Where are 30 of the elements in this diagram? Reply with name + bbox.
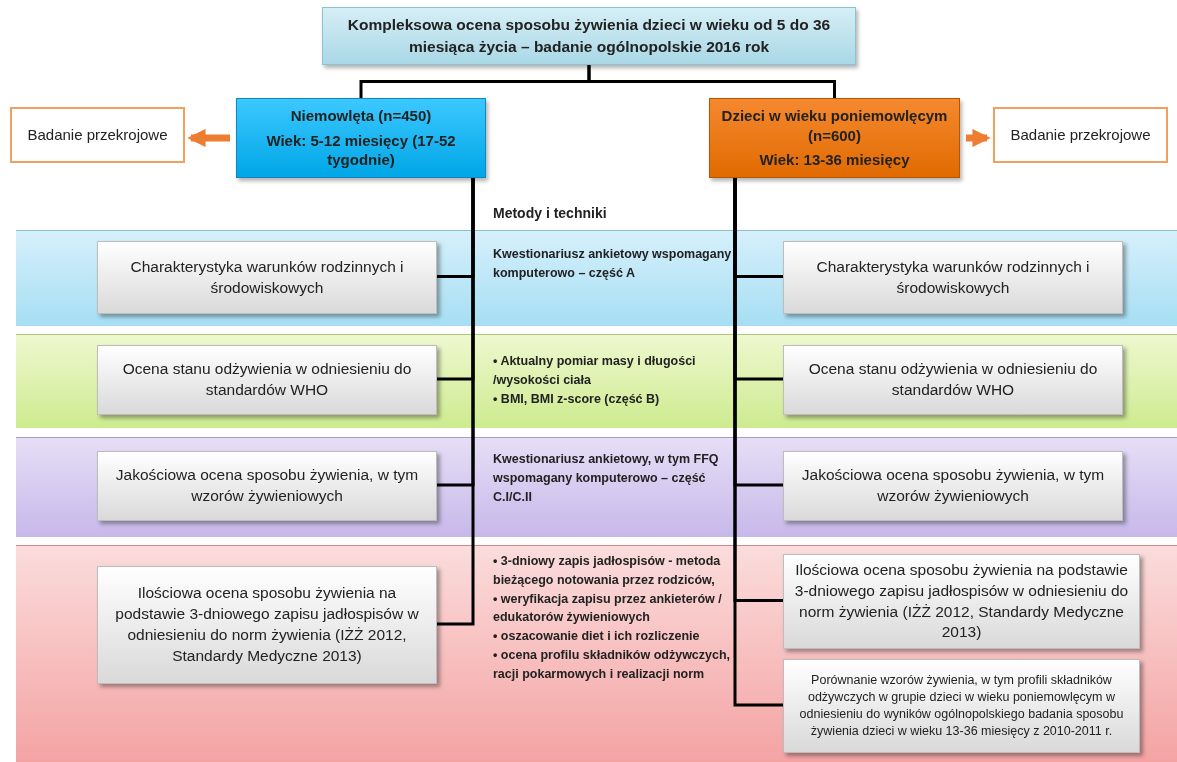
- study-type-box: Badanie przekrojowe: [10, 107, 185, 163]
- method-text: Kwestionariusz ankietowy wspomagany komputerowo – część A: [493, 246, 733, 282]
- method-band: [16, 437, 1177, 537]
- topic-box: Porównanie wzorów żywienia, w tym profili składników odżywczych w grupie dzieci w wieku poniemowlęcym w odniesieniu do wyników ogólnopolskiego badania sposobu żywienia dzieci w wieku 13-36 miesięcy z 2010-2011 r.: [783, 659, 1140, 753]
- group-box: Niemowlęta (n=450) Wiek: 5-12 miesięcy (17-52 tygodnie): [236, 98, 486, 178]
- topic-box: Ocena stanu odżywienia w odniesieniu do standardów WHO: [783, 345, 1123, 415]
- connector-line: [437, 178, 475, 626]
- method-text: • Aktualny pomiar masy i długości /wysokości ciała: [493, 353, 697, 389]
- method-band: [16, 334, 1177, 428]
- topic-box: Charakterystyka warunków rodzinnych i środowiskowych: [783, 241, 1123, 314]
- topic-box: Ilościowa ocena sposobu żywienia na podstawie 3-dniowego zapisu jadłospisów w odniesieniu do norm żywienia (IŻŻ 2012, Standardy Medyczne 2013): [783, 554, 1140, 649]
- topic-box: Charakterystyka warunków rodzinnych i środowiskowych: [97, 241, 437, 314]
- topic-box: Ocena stanu odżywienia w odniesieniu do standardów WHO: [97, 345, 437, 415]
- group-box: Dzieci w wieku poniemowlęcym (n=600) Wiek: 13-36 miesięcy: [709, 98, 960, 178]
- topic-box: Ilościowa ocena sposobu żywienia na podstawie 3-dniowego zapisu jadłospisów w odniesieniu do norm żywienia (IŻŻ 2012, Standardy Medyczne 2013): [97, 566, 437, 684]
- topic-box: Jakościowa ocena sposobu żywienia, w tym wzorów żywieniowych: [783, 451, 1123, 521]
- method-text: • oszacowanie diet i ich rozliczenie: [493, 628, 701, 645]
- method-text: • 3-dniowy zapis jadłospisów - metoda bieżącego notowania przez rodziców,: [493, 553, 722, 589]
- method-text: • BMI, BMI z-score (część B): [493, 390, 661, 408]
- connector-line: [733, 178, 783, 707]
- method-text: • weryfikacja zapisu przez ankieterów / edukatorów żywieniowych: [493, 590, 723, 627]
- study-type-box: Badanie przekrojowe: [993, 107, 1168, 163]
- section-heading: Metody i techniki: [493, 205, 607, 221]
- method-band: [16, 545, 1177, 762]
- title-box: Kompleksowa ocena sposobu żywienia dzieci w wieku od 5 do 36 miesiąca życia – badanie ogólnopolskie 2016 rok: [322, 7, 856, 65]
- connector-line: [587, 65, 836, 98]
- method-text: Kwestionariusz ankietowy, w tym FFQ wspomagany komputerowo – część C.I/C.II: [493, 451, 720, 506]
- method-band: [16, 230, 1177, 326]
- method-text: • ocena profilu składników odżywczych, racji pokarmowych i realizacji norm: [493, 646, 732, 683]
- topic-box: Jakościowa ocena sposobu żywienia, w tym wzorów żywieniowych: [97, 451, 437, 521]
